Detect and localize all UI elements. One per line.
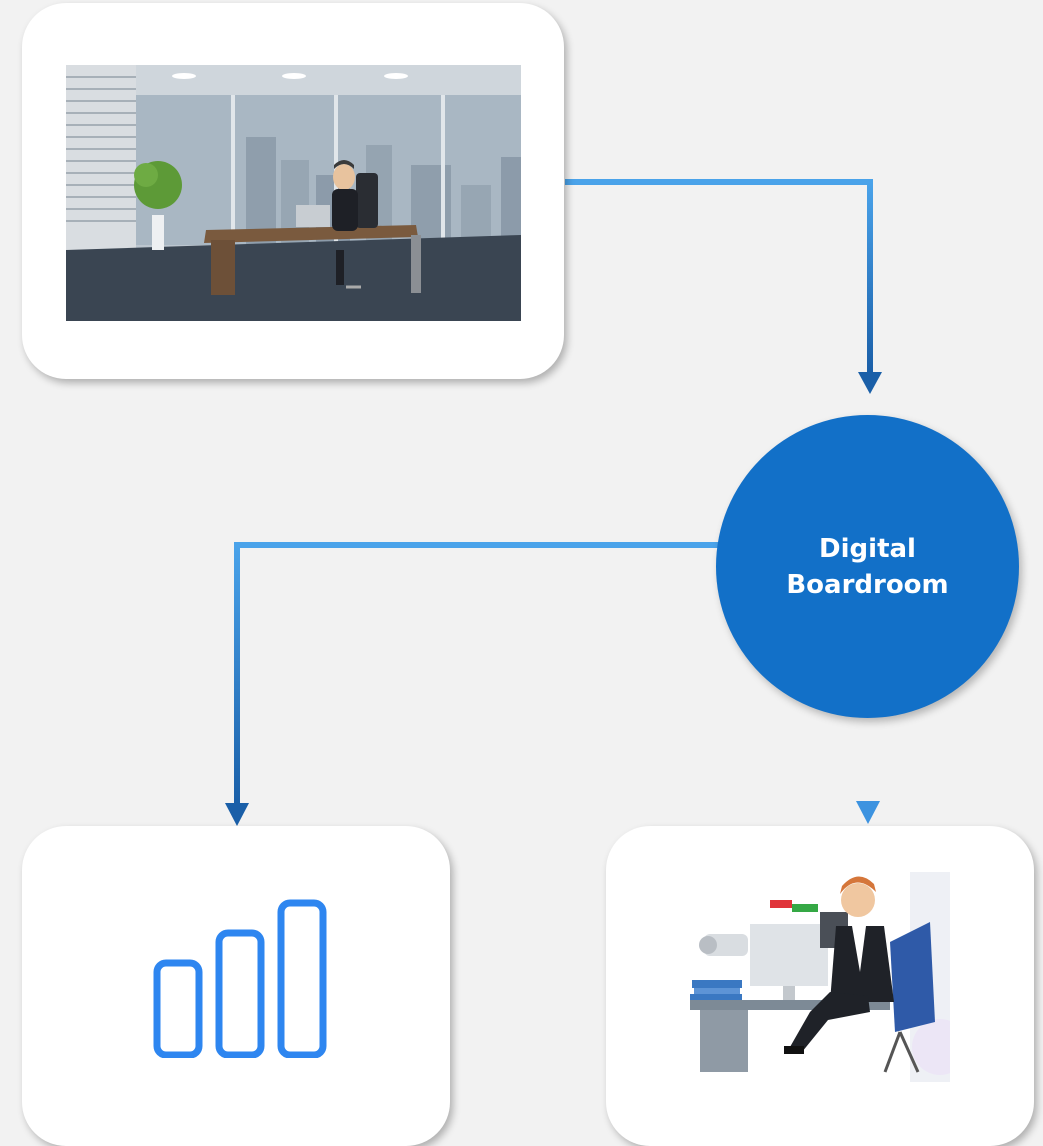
node-label: Digital Boardroom	[786, 533, 949, 600]
businessman-at-desk-illustration	[690, 872, 950, 1082]
office-scene-illustration	[66, 65, 521, 321]
bar-chart-icon	[153, 899, 327, 1058]
arrowhead	[225, 803, 249, 826]
connector-node-to-right	[856, 716, 880, 824]
arrowhead	[856, 801, 880, 824]
digital-boardroom-node: Digital Boardroom	[716, 415, 1019, 718]
analytics-card	[22, 826, 450, 1146]
connector-top-to-node	[565, 179, 882, 394]
connector-node-to-left	[225, 542, 718, 826]
arrowhead	[858, 372, 882, 394]
office-video-card	[22, 3, 564, 379]
executive-desk-card	[606, 826, 1034, 1146]
